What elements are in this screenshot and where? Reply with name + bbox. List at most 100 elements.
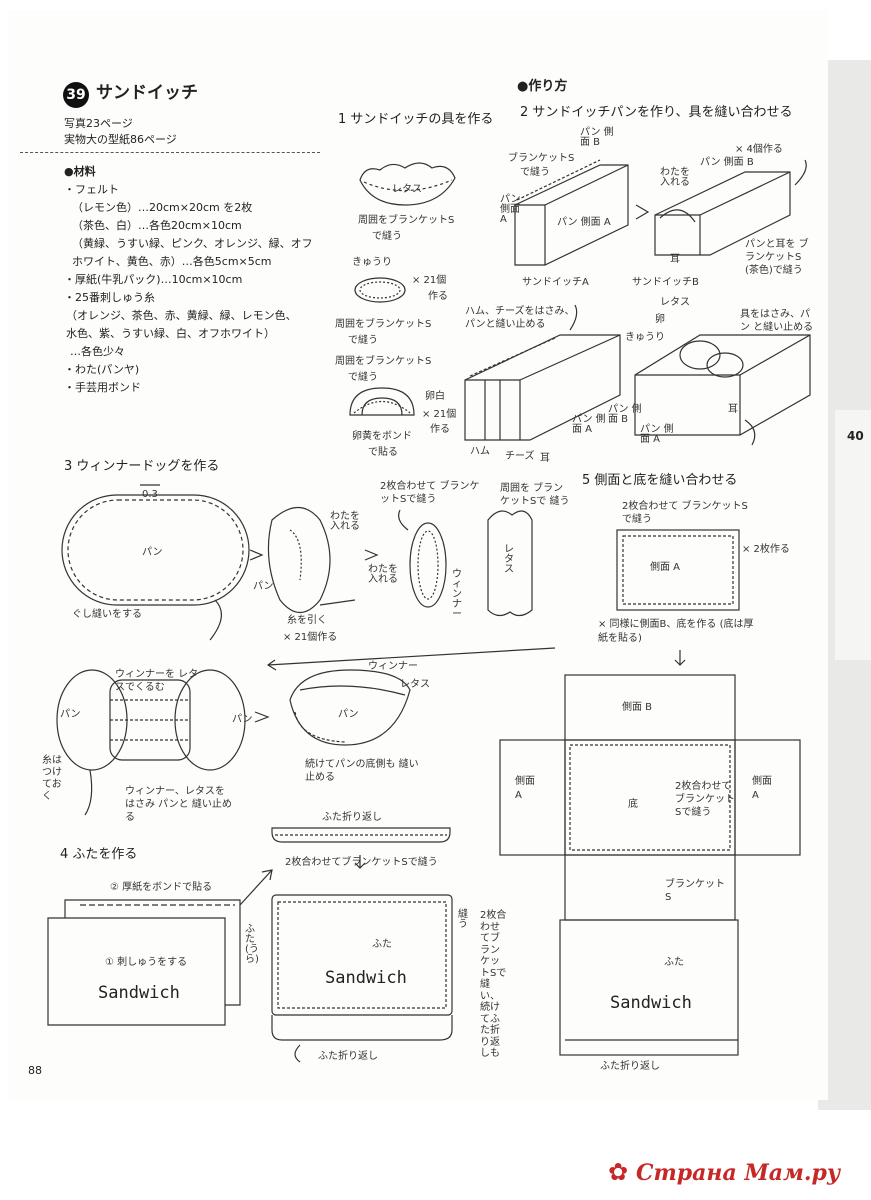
side-a-panel-illustration <box>616 529 740 611</box>
header-divider <box>20 152 320 153</box>
material-line: ・25番刺しゅう糸 <box>64 291 155 304</box>
wiener-sandwich-note: ウィンナー、レタスを はさみ パンと 縫い止める <box>125 786 232 823</box>
cucumber-label: きゅうり <box>352 257 392 268</box>
two-blanket-lid-label: 2枚合わせてブランケットSで縫う <box>285 857 438 868</box>
bun-pattern-illustration <box>61 484 250 641</box>
step-3-title: 3 ウィンナードッグを作る <box>64 459 220 474</box>
lettuce-label: レタス <box>400 679 430 690</box>
qty-label: × 2枚作る <box>742 544 790 555</box>
bottom-note: 続けてパンの底側も 縫い止める <box>305 759 419 783</box>
material-line: 水色、紫、うすい緑、白、オフホワイト） <box>66 327 275 340</box>
make-label: 作る <box>430 424 450 435</box>
leave-thread-label: 糸はつけておく <box>42 755 62 802</box>
blanket-label: 2枚合わせて ブランケットSで縫う <box>675 781 735 818</box>
egg-label: 卵 <box>655 314 665 325</box>
around-blanket-label: 周囲をブランケットS <box>335 356 432 367</box>
wiener-label: ウィンナー <box>452 569 462 620</box>
step-2-title: 2 サンドイッチパンを作り、具を縫い合わせる <box>520 105 793 120</box>
step-4-title: 4 ふたを作る <box>60 847 138 862</box>
wiener-label: ウィンナー <box>368 661 418 672</box>
method-heading: ●作り方 <box>517 79 568 94</box>
pattern-reference: 実物大の型紙86ページ <box>64 133 177 146</box>
sew-label: で縫う <box>348 335 378 346</box>
lettuce-label: レタス <box>392 184 422 195</box>
lid-fold-illustration <box>271 827 451 843</box>
lettuce-label: レタス <box>504 544 514 575</box>
lid-fold-label: ふた折り返し <box>322 812 382 823</box>
bun-label: パン <box>253 581 274 592</box>
sew-label: で縫う <box>372 231 402 242</box>
box-net-illustration <box>499 674 801 1056</box>
lettuce-label: レタス <box>660 297 690 308</box>
wrapped-wiener-illustration <box>56 669 246 816</box>
material-line: ・フェルト <box>64 183 119 196</box>
bun-label: パン <box>142 547 163 558</box>
filling-note: 具をはさみ、パン と縫い止める <box>740 309 814 333</box>
next-page-tab: 40 <box>835 410 871 660</box>
sandwich-embroidery-text: Sandwich <box>325 968 407 988</box>
lid-label: ふた <box>372 939 392 950</box>
material-line: （オレンジ、茶色、赤、黄緑、緑、レモン色、 <box>66 309 297 322</box>
pan-side-a-label: パン 側面 A <box>572 414 606 435</box>
lid-label: ふた <box>664 957 684 968</box>
make-label: 作る <box>428 291 448 302</box>
wrap-lettuce-label: ウィンナーを レタスでくるむ <box>115 669 199 693</box>
qty-label: × 21個 <box>412 275 447 286</box>
pan-side-a-inner-label: パン 側面 A <box>557 217 611 228</box>
egg-white-label: 卵白 <box>425 391 445 402</box>
sandwich-a-label: サンドイッチA <box>522 277 589 288</box>
bun-gather-illustration <box>267 506 356 614</box>
pull-thread-label: 糸を引く <box>287 615 327 626</box>
photo-reference: 写真23ページ <box>64 117 133 130</box>
wiener-illustration <box>398 509 447 608</box>
material-line: （茶色、白）…各色20cm×10cm <box>72 219 242 232</box>
ham-label: ハム <box>470 446 490 457</box>
cotton-label: わたを 入れる <box>660 167 690 188</box>
sandwich-embroidery-text: Sandwich <box>98 983 180 1003</box>
blanket-label: ブランケットS <box>508 153 575 164</box>
lid-fold-label: ふた折り返し <box>600 1061 660 1072</box>
cheese-label: チーズ <box>505 451 535 462</box>
material-line: …各色少々 <box>70 345 125 358</box>
bread-panels-illustration <box>514 159 807 266</box>
dimension-label: 0.3 <box>142 489 158 500</box>
bun-label: パン <box>60 709 81 720</box>
side-tab-number: 40 <box>847 429 864 443</box>
bun-label: パン <box>338 709 359 720</box>
lettuce-strip-illustration <box>487 510 533 617</box>
qty-label: × 21個 <box>422 409 457 420</box>
lid-vertical-note: 2枚合わせてブランケットSで縫い、続けてふた折り返しも <box>480 910 507 1059</box>
sew-label: 縫う <box>458 909 468 930</box>
embroider-label: ① 刺しゅうをする <box>105 957 188 968</box>
pan-side-b-label: パン 側面 B <box>580 127 614 148</box>
yolk-bond-label: 卵黄をボンド <box>352 431 412 442</box>
side-b-label: 側面 B <box>622 702 653 713</box>
ear-label: 耳 <box>540 453 550 464</box>
step-5-title: 5 側面と底を縫い合わせる <box>582 473 738 488</box>
qty-label: × 4個作る <box>735 144 783 155</box>
material-line: （レモン色）…20cm×20cm を2枚 <box>72 201 253 214</box>
sandwich-a-illustration <box>464 304 621 441</box>
qty-label: × 21個作る <box>283 632 338 643</box>
watermark-logo-icon: ✿ <box>608 1158 629 1186</box>
material-line: （黄緑、うすい緑、ピンク、オレンジ、緑、オフ <box>72 237 313 250</box>
blanket-label: ブランケットS <box>665 879 725 903</box>
same-note: × 同様に側面B、底を作る (底は厚紙を貼る) <box>598 619 754 644</box>
material-line: ホワイト、黄色、赤）…各色5cm×5cm <box>72 255 272 268</box>
around-blanket-label: 周囲をブランケットS <box>358 215 455 226</box>
sew-label: で縫う <box>520 167 550 178</box>
sandwich-embroidery-text: Sandwich <box>610 993 692 1013</box>
bond-card-label: ② 厚紙をボンドで貼る <box>110 882 213 893</box>
ear-label: 耳 <box>728 404 738 415</box>
ham-cheese-note: ハム、チーズをはさみ、パンと縫い止める <box>465 306 575 330</box>
running-stitch-label: ぐし縫いをする <box>72 609 142 620</box>
pan-side-a-label: パン 側面 A <box>500 194 521 225</box>
bottom-label: 底 <box>628 799 638 810</box>
finished-wiener-dog-illustration <box>289 669 411 746</box>
material-line: ・厚紙(牛乳パック)…10cm×10cm <box>64 273 243 286</box>
around-blanket-label: 周囲を ブランケットSで 縫う <box>500 483 570 507</box>
lettuce-illustration <box>359 162 456 206</box>
paste-label: で貼る <box>368 447 398 458</box>
watermark: Страна Мам.ру <box>636 1160 841 1186</box>
